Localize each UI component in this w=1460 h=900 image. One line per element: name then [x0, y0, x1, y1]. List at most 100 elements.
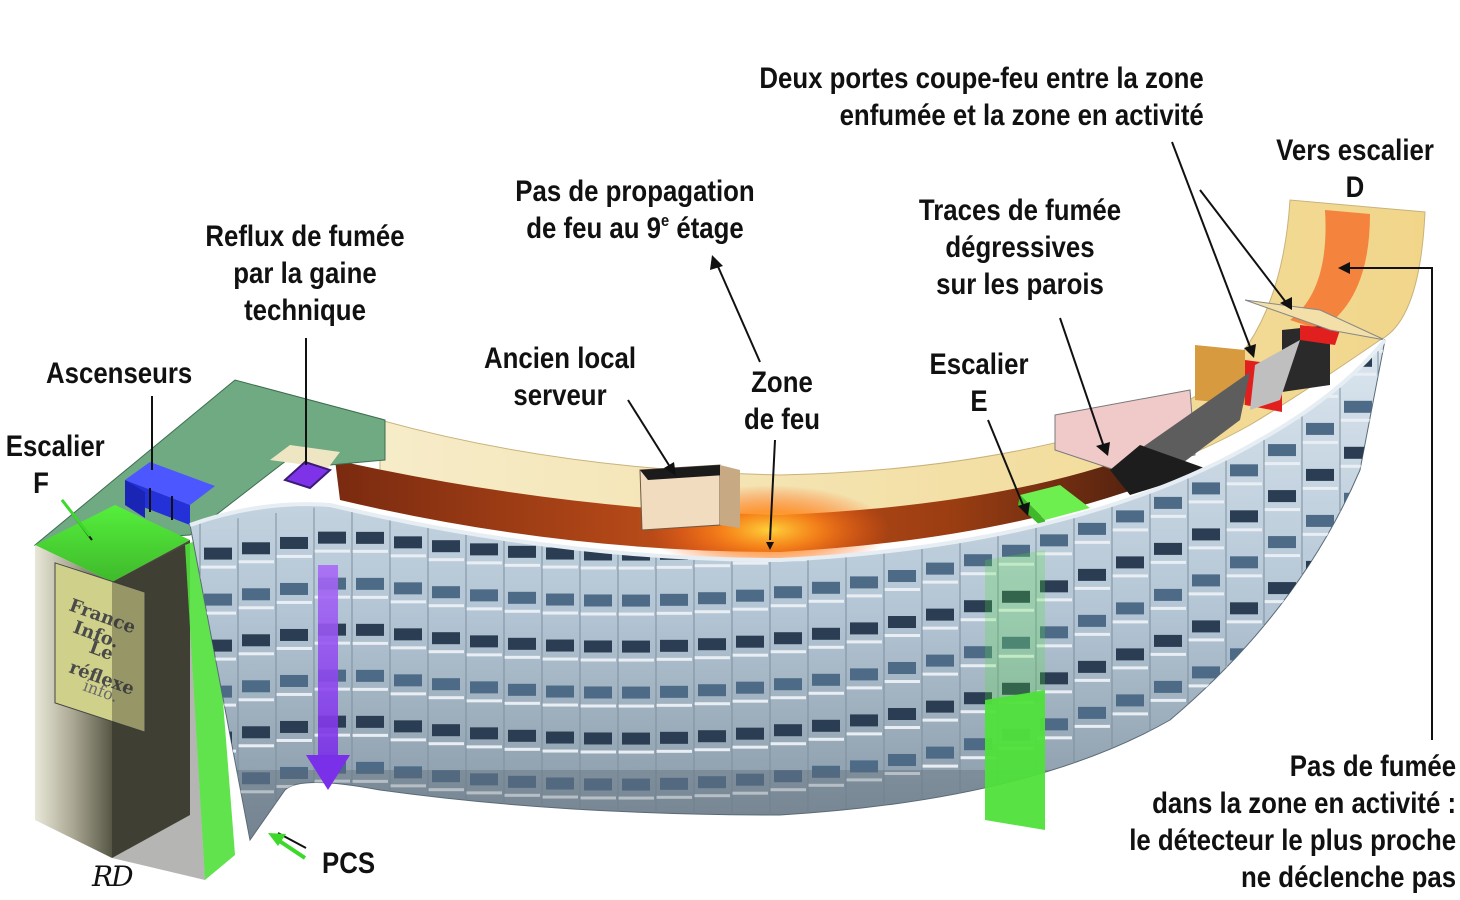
facade-window [888, 708, 916, 721]
facade-window [508, 591, 536, 604]
facade-window [926, 654, 954, 667]
facade-ledge [1150, 698, 1186, 702]
facade-window [432, 678, 460, 691]
facade-ledge [1378, 533, 1385, 537]
facade-window [622, 640, 650, 653]
facade-window [926, 608, 954, 621]
label-pas-fumee-line4: ne déclenche pas [1240, 861, 1456, 894]
facade-window [470, 681, 498, 694]
facade-ledge [466, 607, 502, 611]
label-traces: Traces de fumée dégressives sur les paro… [900, 192, 1141, 303]
elevators [125, 462, 215, 525]
facade-ledge [694, 794, 730, 798]
facade-ledge [960, 618, 996, 622]
facade-ledge [846, 594, 882, 598]
facade-window [1268, 444, 1296, 457]
facade-ledge [542, 703, 578, 707]
facade-window [318, 531, 346, 544]
escalier-f-dark-panel [112, 545, 205, 880]
label-reflux: Reflux de fumée par la gaine technique [189, 218, 421, 329]
facade-window [1002, 682, 1030, 695]
facade-ledge [1264, 554, 1300, 558]
facade-ledge [1036, 552, 1072, 556]
label-escalier-e-line2: E [970, 385, 988, 418]
facade-ledge [694, 702, 730, 706]
facade-ledge [466, 561, 502, 565]
facade-ledge [466, 791, 502, 795]
facade-ledge [656, 657, 692, 661]
facade-window [394, 536, 422, 549]
facade-ledge [238, 560, 274, 564]
facade-window [1078, 660, 1106, 673]
facade-ledge [884, 680, 920, 684]
label-pcs-text: PCS [322, 847, 376, 880]
facade-ledge [352, 779, 388, 783]
facade-ledge [808, 783, 844, 787]
smoke-traces [1054, 340, 1300, 495]
facade-ledge [352, 733, 388, 737]
escalier-f-arrow [60, 499, 92, 537]
propagation-arrowhead [710, 255, 723, 270]
facade-ledge [238, 744, 274, 748]
facade-ledge [504, 793, 540, 797]
facade-window [698, 684, 726, 697]
facade-ledge [1036, 690, 1072, 694]
facade-ledge [1188, 546, 1224, 550]
facade-window [394, 674, 422, 687]
facade-window [1382, 423, 1385, 436]
facade-window [546, 639, 574, 652]
facade-window [1230, 556, 1258, 569]
facade-ledge [238, 790, 274, 794]
traces-arrowhead [1096, 442, 1110, 456]
facade-window [1116, 556, 1144, 569]
facade-ledge [1302, 394, 1338, 398]
facade-window [774, 724, 802, 737]
facade-window [1154, 634, 1182, 647]
facade-ledge [656, 703, 692, 707]
facade-window [280, 628, 308, 641]
label-ascenseurs: Ascenseurs [46, 355, 192, 392]
facade-window [1268, 582, 1296, 595]
facade-window [470, 773, 498, 786]
facade-window [1344, 492, 1372, 505]
facade-window [736, 773, 764, 786]
facade-window [1306, 606, 1334, 619]
facade-ledge [1226, 574, 1262, 578]
facade-window [546, 777, 574, 790]
facade-window [204, 547, 232, 560]
label-pas-fumee: Pas de fumée dans la zone en activité : … [1129, 748, 1456, 896]
facade-window [1382, 561, 1385, 574]
facade-ledge [1378, 395, 1385, 399]
facade-ledge [1302, 486, 1338, 490]
facade-window [1268, 536, 1296, 549]
label-vers-escalier: Vers escalier D [1269, 132, 1441, 206]
facade-window [1002, 636, 1030, 649]
facade-ledge [922, 626, 958, 630]
label-portes: Deux portes coupe-feu entre la zone enfu… [760, 60, 1204, 134]
facade-ledge [542, 795, 578, 799]
facade-ledge [1264, 462, 1300, 466]
facade-ledge [314, 549, 350, 553]
facade-window [1040, 672, 1068, 685]
facade-ledge [998, 562, 1034, 566]
label-traces-line3: sur les parois [936, 268, 1104, 301]
label-portes-line2: enfumée et la zone en activité [839, 99, 1204, 132]
facade-ledge [352, 595, 388, 599]
facade-ledge [1226, 666, 1262, 670]
facade-window [736, 727, 764, 740]
facade-ledge [1340, 510, 1376, 514]
facade-ledge [732, 791, 768, 795]
facade-window [242, 542, 270, 555]
facade-window [698, 776, 726, 789]
facade-ledge [1340, 372, 1376, 376]
facade-ledge [618, 750, 654, 754]
label-zone-feu-line2: de feu [743, 403, 820, 436]
facade-window [660, 593, 688, 606]
facade-window [926, 700, 954, 713]
facade-window [204, 593, 232, 606]
facade-ledge [808, 737, 844, 741]
facade-window [888, 570, 916, 583]
facade-window [394, 720, 422, 733]
facade-ledge [960, 664, 996, 668]
